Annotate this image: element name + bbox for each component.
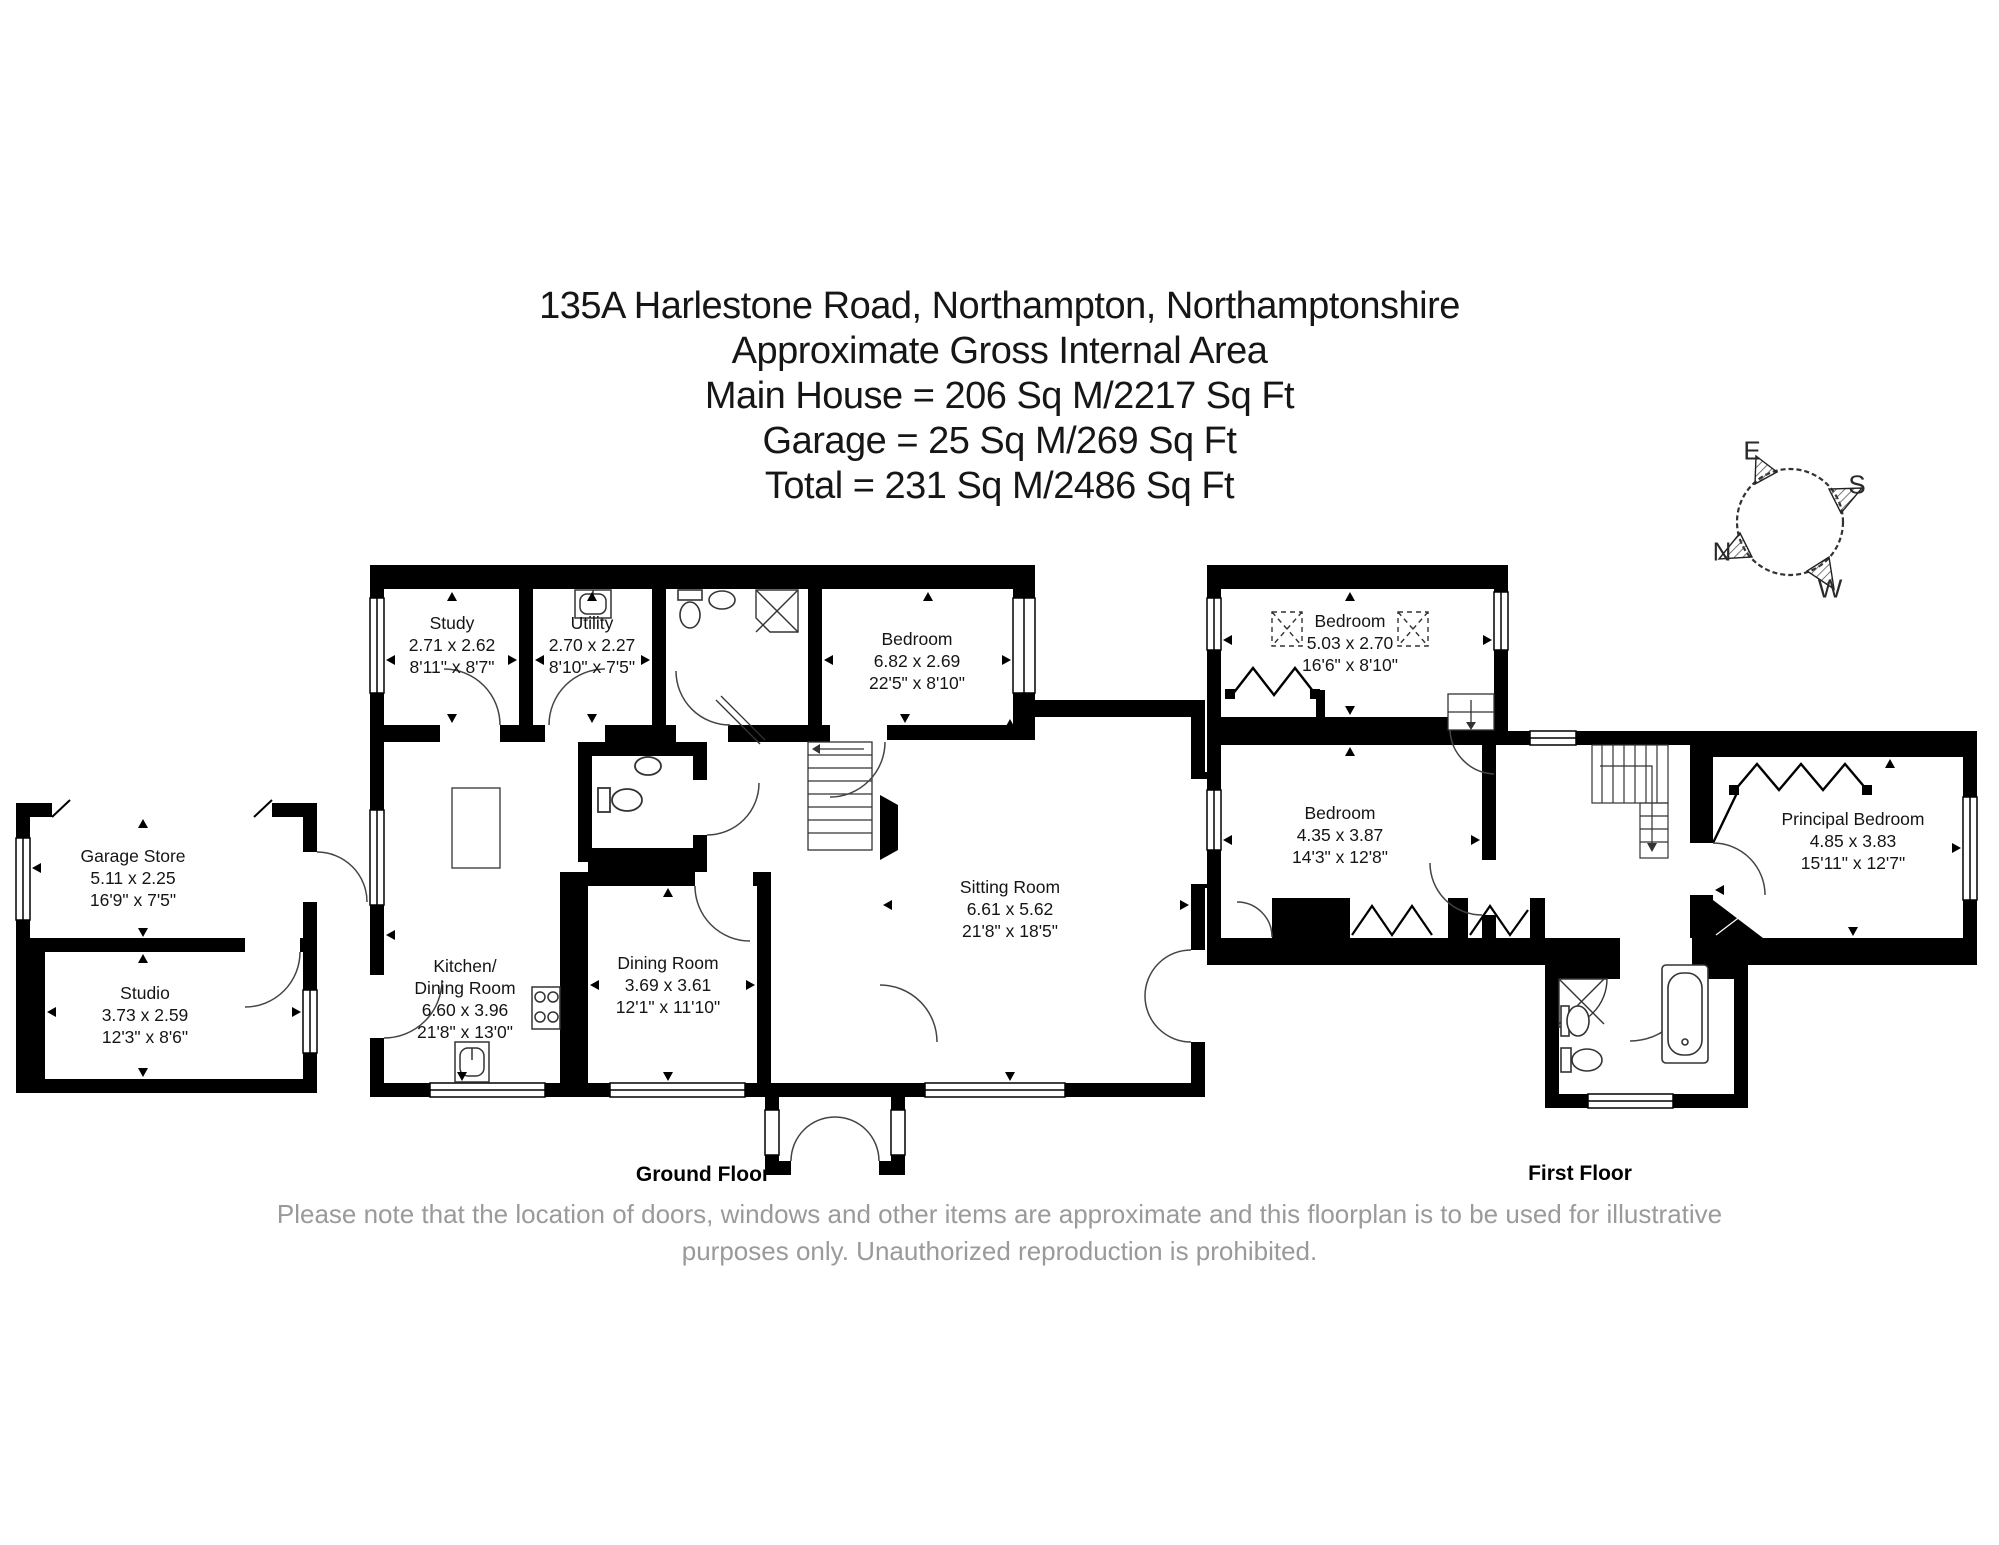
- room-dim-metric: 3.73 x 2.59: [101, 1005, 189, 1025]
- room-dim-metric: 2.70 x 2.27: [548, 635, 636, 655]
- room-dim-imperial: 8'10" x 7'5": [548, 657, 636, 677]
- first-floor-caption: First Floor: [1528, 1162, 1632, 1185]
- room-name: Kitchen/: [433, 956, 497, 976]
- room-dim-imperial: 21'8" x 18'5": [962, 921, 1058, 941]
- ground-floor-caption: Ground Floor: [635, 1163, 771, 1186]
- disclaimer-line2: purposes only. Unauthorized reproduction…: [681, 1236, 1318, 1266]
- room-dim-metric: 2.71 x 2.62: [408, 635, 496, 655]
- shower-room-fixtures: [677, 589, 799, 633]
- wardrobe-top-bedroom: [1225, 666, 1325, 731]
- wc-closet: [578, 742, 760, 862]
- room-name: Bedroom: [1304, 803, 1376, 823]
- garage-block: [15, 799, 368, 1093]
- compass-pointer-south: [1827, 487, 1864, 515]
- room-dim-imperial: 21'8" x 13'0": [417, 1022, 513, 1042]
- compass-label-east: E: [1743, 435, 1761, 466]
- room-label-kitchen-dining: Kitchen/ Dining Room 6.60 x 3.96 21'8" x…: [414, 955, 515, 1043]
- basin-fixture: [1560, 1005, 1590, 1037]
- toilet-fixture: [1560, 1047, 1603, 1073]
- garage-area: Garage = 25 Sq M/269 Sq Ft: [762, 420, 1237, 462]
- compass-label-west: W: [1817, 573, 1843, 604]
- wardrobe-principal: [1711, 762, 1872, 844]
- compass-pointer-west: [1805, 555, 1835, 591]
- toilet-fixture: [677, 589, 703, 629]
- room-dim-imperial: 16'9" x 7'5": [89, 890, 177, 910]
- room-dim-imperial: 8'11" x 8'7": [409, 657, 495, 677]
- ground-floor-door-arcs: [383, 668, 1192, 1162]
- room-label-bedroom-first-mid: Bedroom 4.35 x 3.87 14'3" x 12'8": [1292, 802, 1388, 868]
- room-label-bedroom-ground: Bedroom 6.82 x 2.69 22'5" x 8'10": [869, 628, 965, 694]
- kitchen-island: [451, 787, 501, 869]
- room-label-study: Study 2.71 x 2.62 8'11" x 8'7": [409, 612, 496, 678]
- first-floor-plan: [1206, 565, 1978, 1109]
- basin-fixture: [708, 590, 736, 610]
- bathroom-fixtures: [1558, 964, 1709, 1073]
- room-dim-metric: 3.69 x 3.61: [624, 975, 712, 995]
- title-block: 135A Harlestone Road, Northampton, North…: [0, 284, 1999, 509]
- room-dim-metric: 4.35 x 3.87: [1296, 825, 1384, 845]
- room-label-bedroom-first-top: Bedroom 5.03 x 2.70 16'6" x 8'10": [1302, 610, 1398, 676]
- hob-fixture: [531, 986, 561, 1030]
- compass-label-south: S: [1848, 469, 1866, 500]
- room-label-sitting-room: Sitting Room 6.61 x 5.62 21'8" x 18'5": [960, 876, 1060, 942]
- compass-pointer-east: [1754, 454, 1779, 486]
- room-label-studio: Studio 3.73 x 2.59 12'3" x 8'6": [102, 982, 189, 1048]
- ground-floor-plan: [369, 565, 1242, 1175]
- room-dim-metric: 5.11 x 2.25: [90, 868, 176, 888]
- room-name: Garage Store: [80, 846, 186, 866]
- toilet-fixture: [597, 787, 643, 813]
- garage-store-door-arc: [316, 851, 368, 903]
- total-area: Total = 231 Sq M/2486 Sq Ft: [764, 465, 1235, 507]
- room-label-dining-room: Dining Room 3.69 x 3.61 12'1" x 11'10": [616, 952, 720, 1018]
- fireplace: [880, 795, 898, 860]
- room-dim-imperial: 12'1" x 11'10": [615, 997, 721, 1017]
- subtitle-line: Approximate Gross Internal Area: [731, 330, 1268, 372]
- room-dim-metric: 6.82 x 2.69: [873, 651, 961, 671]
- wardrobe-bays: [1272, 898, 1545, 938]
- studio-door-arc: [244, 951, 301, 1008]
- compass-rose: [1717, 454, 1864, 591]
- room-name: Principal Bedroom: [1781, 809, 1925, 829]
- room-name: Dining Room: [617, 953, 719, 973]
- room-name-line2: Dining Room: [414, 978, 516, 998]
- room-dim-imperial: 22'5" x 8'10": [869, 673, 965, 693]
- ground-floor-windows: [369, 597, 1066, 1156]
- ground-floor-stairs: [715, 695, 873, 851]
- room-name: Sitting Room: [959, 877, 1061, 897]
- compass-label-north: N: [1712, 536, 1732, 567]
- room-dim-metric: 5.03 x 2.70: [1306, 633, 1394, 653]
- room-label-utility: Utility 2.70 x 2.27 8'10" x 7'5": [549, 612, 636, 678]
- room-label-garage-store: Garage Store 5.11 x 2.25 16'9" x 7'5": [80, 845, 185, 911]
- address-line: 135A Harlestone Road, Northampton, North…: [539, 285, 1460, 327]
- room-dim-imperial: 12'3" x 8'6": [101, 1027, 189, 1047]
- room-name: Bedroom: [1314, 611, 1386, 631]
- kitchen-fixtures: [451, 787, 561, 1083]
- skylights: [1271, 611, 1429, 647]
- room-name: Studio: [120, 983, 170, 1003]
- studio-window-right: [302, 989, 318, 1054]
- first-floor-windows: [1206, 591, 1978, 1109]
- compass-pointer-north: [1717, 531, 1754, 560]
- room-dim-imperial: 16'6" x 8'10": [1302, 655, 1398, 675]
- room-name: Utility: [570, 613, 614, 633]
- landing-stairs: [1591, 744, 1669, 859]
- room-dim-metric: 6.61 x 5.62: [966, 899, 1054, 919]
- bathtub-fixture: [1661, 964, 1709, 1064]
- room-dim-metric: 6.60 x 3.96: [421, 1000, 509, 1020]
- room-dim-metric: 4.85 x 3.83: [1809, 831, 1897, 851]
- stair-head: [1447, 693, 1495, 775]
- disclaimer: Please note that the location of doors, …: [0, 1196, 1999, 1270]
- shower-fixture: [755, 589, 799, 633]
- room-dim-imperial: 15'11" x 12'7": [1800, 853, 1906, 873]
- basin-fixture: [634, 756, 662, 776]
- main-house-area: Main House = 206 Sq M/2217 Sq Ft: [704, 375, 1295, 417]
- garage-window-left: [15, 837, 31, 921]
- disclaimer-line1: Please note that the location of doors, …: [276, 1199, 1723, 1229]
- room-name: Bedroom: [881, 629, 953, 649]
- room-label-principal-bedroom: Principal Bedroom 4.85 x 3.83 15'11" x 1…: [1782, 808, 1925, 874]
- room-name: Study: [429, 613, 475, 633]
- room-dim-imperial: 14'3" x 12'8": [1292, 847, 1388, 867]
